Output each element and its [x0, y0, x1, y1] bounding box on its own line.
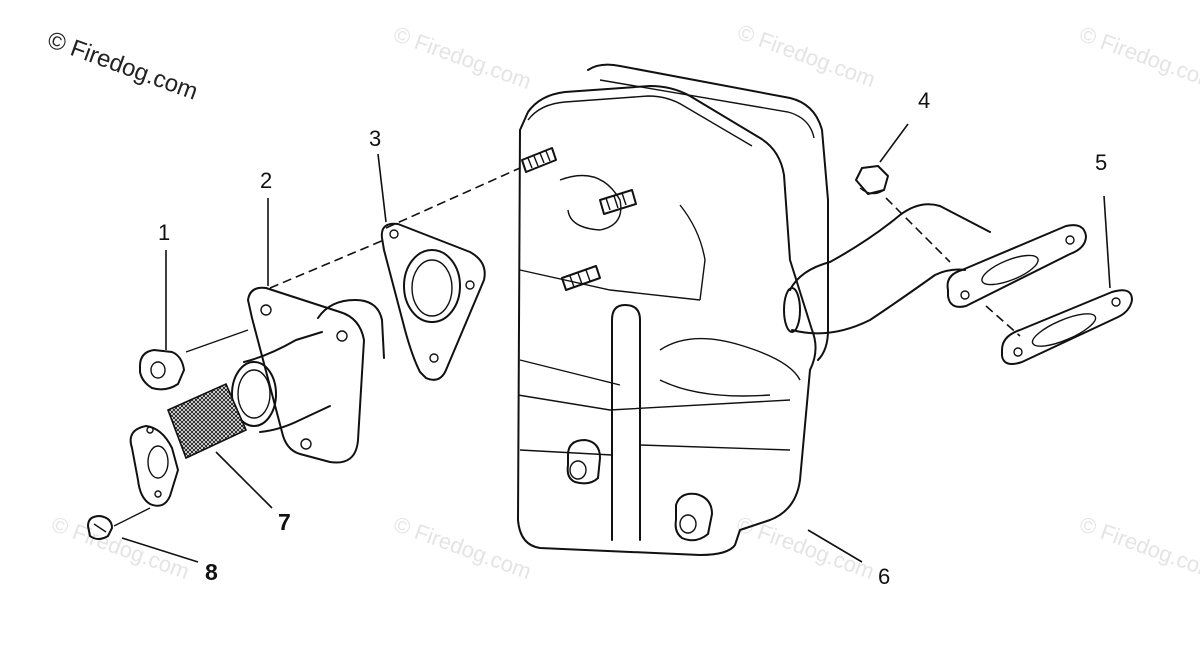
part-gasket-outlet [1001, 289, 1133, 365]
watermark-tiles: © Firedog.com © Firedog.com © Firedog.co… [48, 19, 1200, 584]
watermark-tile: © Firedog.com [390, 511, 534, 584]
stud [561, 265, 601, 291]
leader-lines [121, 123, 1111, 563]
part-screw [87, 515, 113, 540]
stud [521, 147, 557, 173]
callout-7: 7 [278, 509, 291, 535]
watermark-tile: © Firedog.com [1076, 511, 1200, 584]
part-gasket-inlet [380, 222, 486, 381]
part-nut-inlet [139, 349, 185, 391]
watermark-tile: © Firedog.com [734, 19, 878, 92]
callout-1: 1 [158, 220, 170, 245]
callout-3: 3 [369, 126, 381, 151]
part-nut-outlet [855, 165, 889, 195]
assembly-lines [113, 167, 1021, 527]
callout-5: 5 [1095, 150, 1107, 175]
watermark-tile: © Firedog.com [733, 511, 877, 584]
part-inlet-pipe [231, 286, 385, 464]
callouts: 1 2 3 4 5 6 7 8 [158, 88, 1107, 589]
callout-2: 2 [260, 168, 272, 193]
watermark-tile: © Firedog.com [390, 21, 534, 94]
part-spark-arrester-screen [129, 382, 248, 507]
callout-8: 8 [205, 559, 218, 585]
part-muffler [517, 63, 1087, 556]
callout-4: 4 [918, 88, 930, 113]
watermark-tile: © Firedog.com [1076, 21, 1200, 94]
watermark-main: © Firedog.com [44, 26, 201, 105]
stud [599, 189, 637, 215]
callout-6: 6 [878, 564, 890, 589]
